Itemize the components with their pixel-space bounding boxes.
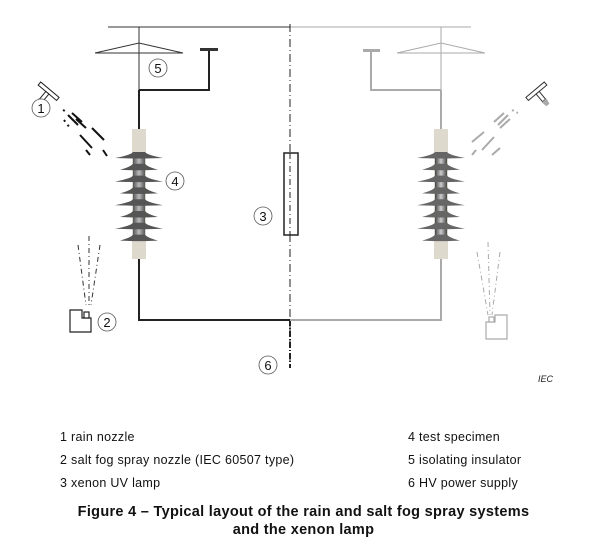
svg-text:1: 1 [37, 101, 44, 116]
insulator-shed [422, 187, 460, 194]
insulator-shed [115, 152, 163, 159]
insulator-shed [422, 163, 460, 171]
isolating-insulator-mirror [396, 27, 486, 90]
legend-item-6: 6 HV power supply [408, 476, 519, 490]
figure-caption-line-1: Figure 4 – Typical layout of the rain an… [77, 504, 530, 520]
insulator-shed [422, 211, 460, 218]
legend-item-3: 3 xenon UV lamp [60, 476, 161, 490]
salt-fog-nozzle-mirror [485, 314, 508, 340]
rain-spray-mirror [471, 109, 519, 156]
insulator-shed [120, 211, 158, 218]
hv-lead-bottom-mirror [290, 259, 442, 321]
callout-4: 4 [165, 171, 185, 191]
callout-6: 6 [258, 355, 278, 375]
svg-text:5: 5 [154, 61, 161, 76]
insulator-shed [120, 163, 158, 171]
insulator-shed [417, 152, 465, 159]
rain-nozzle-mirror [525, 81, 550, 107]
insulator-shed [115, 222, 163, 230]
callout-1: 1 [31, 98, 51, 118]
iec-watermark: IEC [538, 374, 554, 384]
ground-symbol [139, 48, 218, 91]
salt-fog-spray-mirror [476, 241, 501, 316]
callout-2: 2 [97, 312, 117, 332]
salt-fog-nozzle [69, 309, 92, 333]
ground-symbol-mirror [363, 49, 441, 91]
svg-text:2: 2 [103, 315, 110, 330]
legend-item-2: 2 salt fog spray nozzle (IEC 60507 type) [60, 453, 295, 467]
legend-item-5: 5 isolating insulator [408, 453, 522, 467]
salt-fog-spray [77, 236, 101, 306]
callout-5: 5 [148, 58, 168, 78]
insulator-shed [115, 199, 163, 206]
insulator-shed [422, 234, 460, 242]
insulator-shed [120, 234, 158, 242]
insulator-shed [417, 199, 465, 206]
test-specimen [115, 129, 163, 259]
insulator-shed [120, 187, 158, 194]
legend-item-4: 4 test specimen [408, 430, 501, 444]
isolating-insulator [94, 27, 184, 90]
insulator-shed [115, 175, 163, 183]
insulator-shed [417, 222, 465, 230]
insulator-shed [417, 175, 465, 183]
rain-spray [62, 109, 108, 157]
xenon-lamp [283, 152, 299, 236]
callout-3: 3 [253, 206, 273, 226]
svg-text:6: 6 [264, 358, 271, 373]
figure-caption-line-2: and the xenon lamp [232, 522, 375, 538]
test-specimen-mirror [417, 129, 465, 259]
hv-lead-bottom [138, 259, 290, 321]
legend-item-1: 1 rain nozzle [60, 430, 135, 444]
svg-text:3: 3 [259, 209, 266, 224]
svg-text:4: 4 [171, 174, 178, 189]
